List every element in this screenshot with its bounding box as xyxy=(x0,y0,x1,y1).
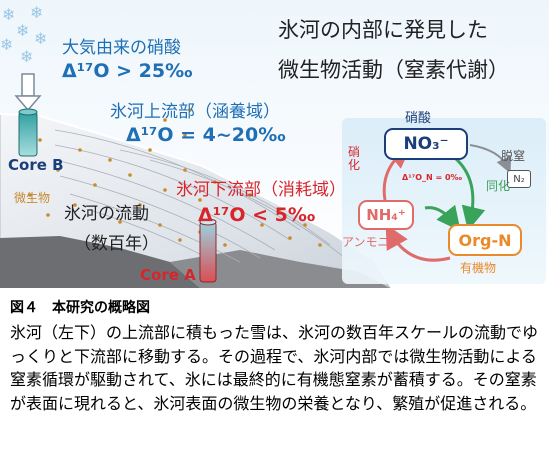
ammonium-assimilation-arrow xyxy=(424,204,461,232)
downstream-label: 氷河下流部（消耗域） xyxy=(176,180,346,200)
bedrock xyxy=(0,236,200,288)
denitrification-label: 脱窒 xyxy=(501,149,526,163)
core-a-label: Core A xyxy=(140,266,196,284)
svg-text:❄: ❄ xyxy=(34,29,47,48)
schematic-figure: ❄❄❄ ❄❄❄ xyxy=(0,0,549,288)
nitrate-top-label: 硝酸 xyxy=(405,111,432,126)
microbe-dots xyxy=(28,108,322,247)
bedrock-right xyxy=(170,250,390,288)
figure-title-line1: 氷河の内部に発見した xyxy=(278,18,488,42)
organic-matter-label: 有機物 xyxy=(460,261,497,275)
flow-label: 氷河の流動 xyxy=(64,204,149,224)
svg-text:❄: ❄ xyxy=(16,21,29,40)
glacier-surface xyxy=(0,113,371,259)
assimilation-arrow xyxy=(453,156,486,231)
svg-text:❄: ❄ xyxy=(2,5,15,24)
snowflake-icon: ❄❄❄ ❄❄❄ xyxy=(0,3,47,66)
denitrification-arrow xyxy=(469,144,512,174)
down-arrow-icon xyxy=(14,73,42,112)
core-b-tube xyxy=(18,108,38,157)
ammonium-box: NH₄⁺ xyxy=(358,200,414,230)
flow-years-label: （数百年） xyxy=(74,234,159,254)
figure-caption: 図４ 本研究の概略図 氷河（左下）の上流部に積もった雪は、氷河の数百年スケールの… xyxy=(0,298,549,415)
mineralization-arrow xyxy=(385,224,451,262)
core-b-label: Core B xyxy=(8,156,64,174)
nitrification-label: 硝化 xyxy=(348,145,361,172)
downstream-value: Δ¹⁷O < 5‰ xyxy=(198,204,316,226)
ammonia-label: アンモニア xyxy=(342,235,402,249)
assimilation-label: 同化 xyxy=(486,179,511,193)
organic-nitrogen-box: Org-N xyxy=(448,224,522,256)
figure-title-line2: 微生物活動（窒素代謝） xyxy=(278,58,509,82)
upstream-value: Δ¹⁷O = 4~20‰ xyxy=(126,124,286,146)
atmospheric-nitrate-value: Δ¹⁷O > 25‰ xyxy=(62,60,193,82)
caption-body: 氷河（左下）の上流部に積もった雪は、氷河の数百年スケールの流動でゆっくりと下流部… xyxy=(10,323,539,413)
svg-text:❄: ❄ xyxy=(0,35,13,54)
delta-zero-label: Δ¹⁷O_N = 0‰ xyxy=(402,173,463,182)
svg-text:❄: ❄ xyxy=(20,47,33,66)
microbe-label: 微生物 xyxy=(14,191,51,205)
core-a-tube xyxy=(199,218,217,283)
nitrate-box: NO₃⁻ xyxy=(384,128,468,160)
svg-text:❄: ❄ xyxy=(30,3,43,22)
upstream-label: 氷河上流部（涵養域） xyxy=(110,102,280,122)
caption-title: 図４ 本研究の概略図 xyxy=(10,300,150,316)
atmospheric-nitrate-label: 大気由来の硝酸 xyxy=(62,38,181,58)
n2-box: N₂ xyxy=(507,170,531,188)
